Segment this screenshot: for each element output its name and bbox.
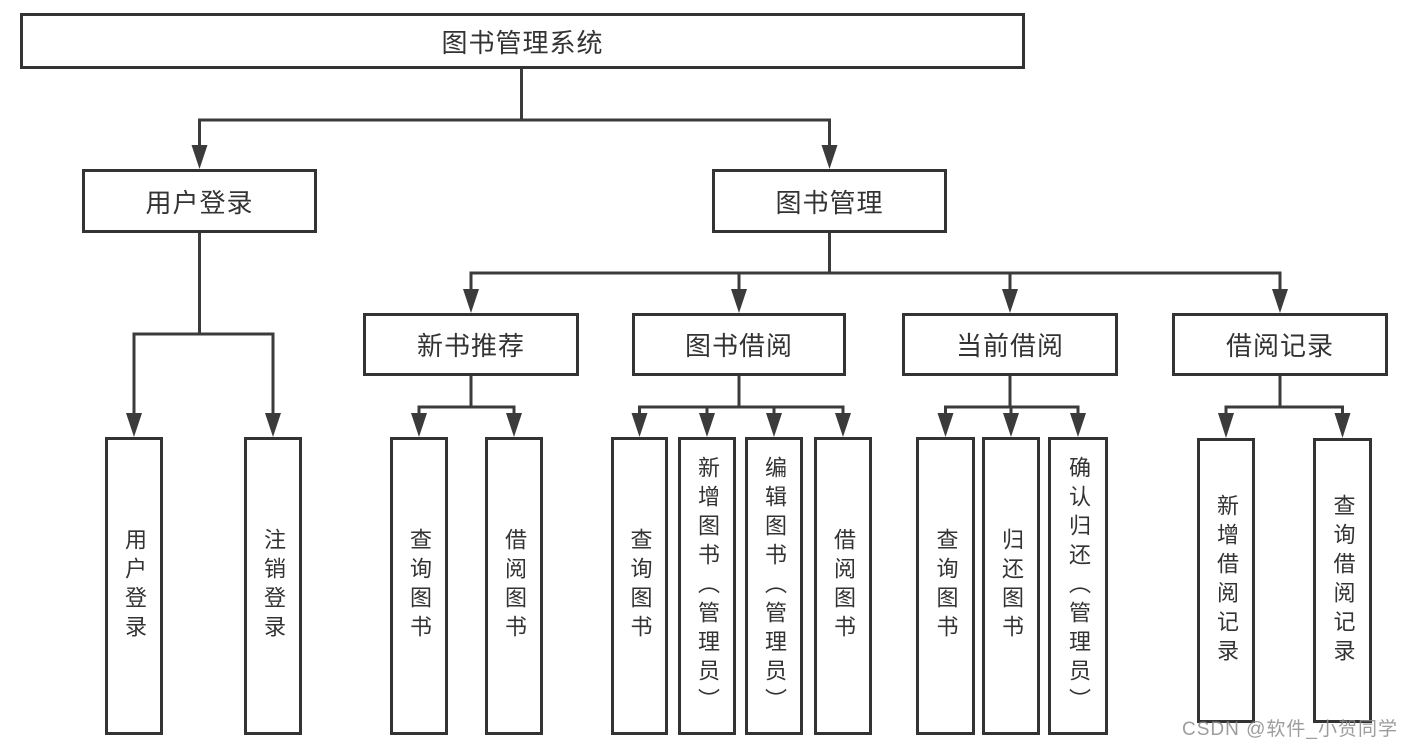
leaf-query-books-borrow-label: 查询图书 [627,528,653,644]
leaf-query-borrow-record: 查询借阅记录 [1313,438,1372,723]
leaf-borrow-books-recommend: 借阅图书 [485,437,543,735]
node-book-borrow-label: 图书借阅 [684,331,793,361]
leaf-query-books-current: 查询图书 [916,437,975,735]
node-new-book-recommend: 新书推荐 [363,313,579,376]
leaf-confirm-return-admin: 确认归还（管理员） [1048,437,1108,735]
node-current-borrow: 当前借阅 [902,313,1118,376]
leaf-borrow-books-borrow: 借阅图书 [814,437,872,735]
leaf-confirm-return-admin-label: 确认归还（管理员） [1066,455,1091,717]
leaf-borrow-books-recommend-label: 借阅图书 [502,528,527,644]
leaf-borrow-books-borrow-label: 借阅图书 [831,528,856,644]
leaf-query-books-current-label: 查询图书 [933,528,959,644]
node-current-borrow-label: 当前借阅 [955,331,1064,361]
leaf-add-borrow-record: 新增借阅记录 [1197,438,1255,723]
leaf-logout-login-label: 注销登录 [261,528,286,644]
leaf-edit-book-admin: 编辑图书（管理员） [745,437,803,735]
node-borrow-records: 借阅记录 [1172,313,1388,376]
node-book-management-label: 图书管理 [775,187,884,218]
node-new-book-recommend-label: 新书推荐 [416,331,525,361]
leaf-query-borrow-record-label: 查询借阅记录 [1330,493,1356,668]
node-root: 图书管理系统 [20,13,1025,69]
leaf-add-book-admin: 新增图书（管理员） [678,437,736,735]
node-user-login: 用户登录 [82,169,317,233]
csdn-watermark: CSDN @软件_小贺同学 [1182,719,1398,740]
leaf-query-books-recommend: 查询图书 [390,437,448,735]
leaf-return-book: 归还图书 [982,437,1040,735]
leaf-return-book-label: 归还图书 [999,528,1024,644]
node-user-login-label: 用户登录 [145,187,254,218]
leaf-edit-book-admin-label: 编辑图书（管理员） [762,455,787,717]
leaf-logout-login: 注销登录 [244,437,302,735]
node-book-borrow: 图书借阅 [632,313,846,376]
leaf-add-book-admin-label: 新增图书（管理员） [695,455,720,717]
leaf-query-books-recommend-label: 查询图书 [407,528,432,644]
leaf-user-login: 用户登录 [105,437,163,735]
node-book-management: 图书管理 [712,169,947,233]
leaf-add-borrow-record-label: 新增借阅记录 [1214,493,1239,668]
leaf-user-login-label: 用户登录 [122,528,147,644]
leaf-query-books-borrow: 查询图书 [611,437,668,735]
node-borrow-records-label: 借阅记录 [1225,331,1334,361]
node-root-label: 图书管理系统 [441,27,604,58]
